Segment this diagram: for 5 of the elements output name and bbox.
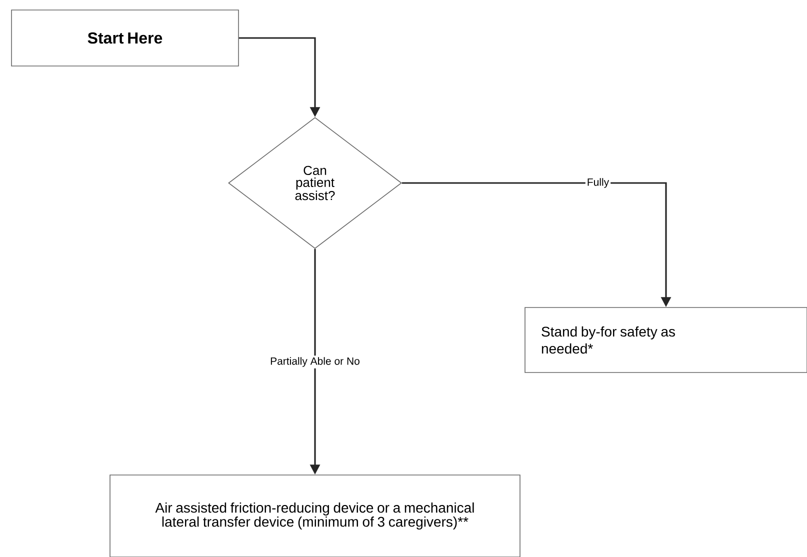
action-box: Air assisted friction-reducing device or a mechanical lateral transfer device (minimum of 3 caregivers)**	[110, 474, 520, 557]
action-box: Stand by-for safety as needed*	[524, 307, 807, 373]
start-box: Start Here	[11, 10, 239, 66]
edge-label: Partially Able or No	[268, 356, 362, 368]
edge-label: Fully	[585, 176, 611, 190]
